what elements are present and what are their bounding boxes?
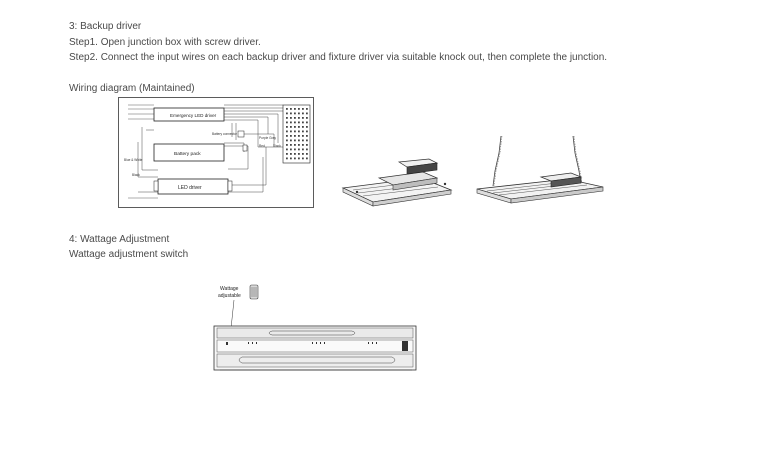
led-dot [290, 148, 292, 151]
led-dot [290, 144, 292, 146]
led-dot [286, 126, 288, 128]
led-dot [298, 112, 300, 115]
led-dot [286, 148, 288, 151]
led-dot [286, 130, 288, 133]
led-dot [286, 157, 288, 160]
led-dot [302, 157, 304, 160]
purple-gray-label: Purple Gray [259, 136, 276, 140]
led-dot [290, 112, 292, 115]
led-dot [298, 130, 300, 133]
led-dot [306, 112, 308, 115]
led-dot [306, 135, 308, 137]
fixture-with-backup-driver-image [341, 158, 453, 207]
section-4-heading: 4: Wattage Adjustment [69, 234, 170, 245]
led-dot [302, 126, 304, 128]
step-2-text: Step2. Connect the input wires on each b… [69, 52, 608, 63]
wiring-diagram: Emergency LED driver Battery connector P… [118, 97, 314, 208]
led-dot [294, 139, 296, 142]
led-dot [298, 126, 300, 128]
led-dot [298, 121, 300, 124]
led-dot [290, 117, 292, 119]
led-dot [298, 117, 300, 119]
led-dot [286, 117, 288, 119]
led-dot [298, 139, 300, 142]
step-1-text: Step1. Open junction box with screw driv… [69, 37, 261, 48]
led-dot [306, 144, 308, 146]
led-dot [286, 112, 288, 115]
svg-text:Battery connector: Battery connector [212, 132, 238, 136]
led-dot [290, 126, 292, 128]
led-dot [294, 130, 296, 133]
led-dot [298, 135, 300, 137]
led-dot [286, 139, 288, 142]
led-dot [302, 108, 304, 110]
led-dot [306, 153, 308, 155]
led-dot [294, 144, 296, 146]
led-dot [286, 135, 288, 137]
led-dot [298, 144, 300, 146]
led-dot [306, 121, 308, 124]
led-dot [306, 126, 308, 128]
led-dot [302, 117, 304, 119]
led-dot [302, 130, 304, 133]
led-dot [294, 135, 296, 137]
section-4-subheading: Wattage adjustment switch [69, 249, 189, 260]
led-dot [290, 135, 292, 137]
led-dot [286, 144, 288, 146]
led-dot [294, 153, 296, 155]
led-dot [294, 121, 296, 124]
led-dot [302, 121, 304, 124]
led-dot [286, 153, 288, 155]
led-dot [294, 108, 296, 110]
led-dot [290, 130, 292, 133]
led-dot [306, 117, 308, 119]
hanging-fixture-image [476, 135, 604, 204]
led-dot [306, 108, 308, 110]
led-dot [302, 153, 304, 155]
led-dot [294, 112, 296, 115]
led-dot [302, 148, 304, 151]
led-dot [306, 157, 308, 160]
led-dot [306, 139, 308, 142]
led-dot [290, 108, 292, 110]
led-dot [294, 126, 296, 128]
emergency-driver-label: Emergency LED driver [170, 113, 217, 118]
led-dot [290, 139, 292, 142]
led-dot [302, 135, 304, 137]
led-dot [286, 121, 288, 124]
led-dot [294, 148, 296, 151]
led-dot [298, 148, 300, 151]
led-dot [298, 153, 300, 155]
led-dot [298, 157, 300, 160]
led-dot [286, 108, 288, 110]
led-dot [290, 121, 292, 124]
led-dot [294, 157, 296, 160]
led-dot [298, 108, 300, 110]
blue-white-label: Blue & White [124, 158, 143, 162]
wattage-adjustment-figure: Wattage adjustable [213, 284, 417, 371]
led-dot [290, 153, 292, 155]
battery-pack-label: Battery pack [174, 151, 201, 157]
wattage-callout-line2: adjustable [218, 293, 241, 299]
wattage-callout-line1: Wattage [220, 286, 239, 292]
section-3-heading: 3: Backup driver [69, 21, 142, 32]
led-dot [302, 112, 304, 115]
red-label: Red [259, 144, 265, 148]
led-driver-label: LED driver [178, 185, 202, 191]
black-label: Black [273, 144, 281, 148]
led-dot [290, 157, 292, 160]
led-dot [306, 148, 308, 151]
black-label-2: Black [132, 173, 140, 177]
led-dot [306, 130, 308, 133]
led-dot [302, 144, 304, 146]
led-dot [302, 139, 304, 142]
led-dot [294, 117, 296, 119]
wiring-diagram-caption: Wiring diagram (Maintained) [69, 83, 195, 94]
